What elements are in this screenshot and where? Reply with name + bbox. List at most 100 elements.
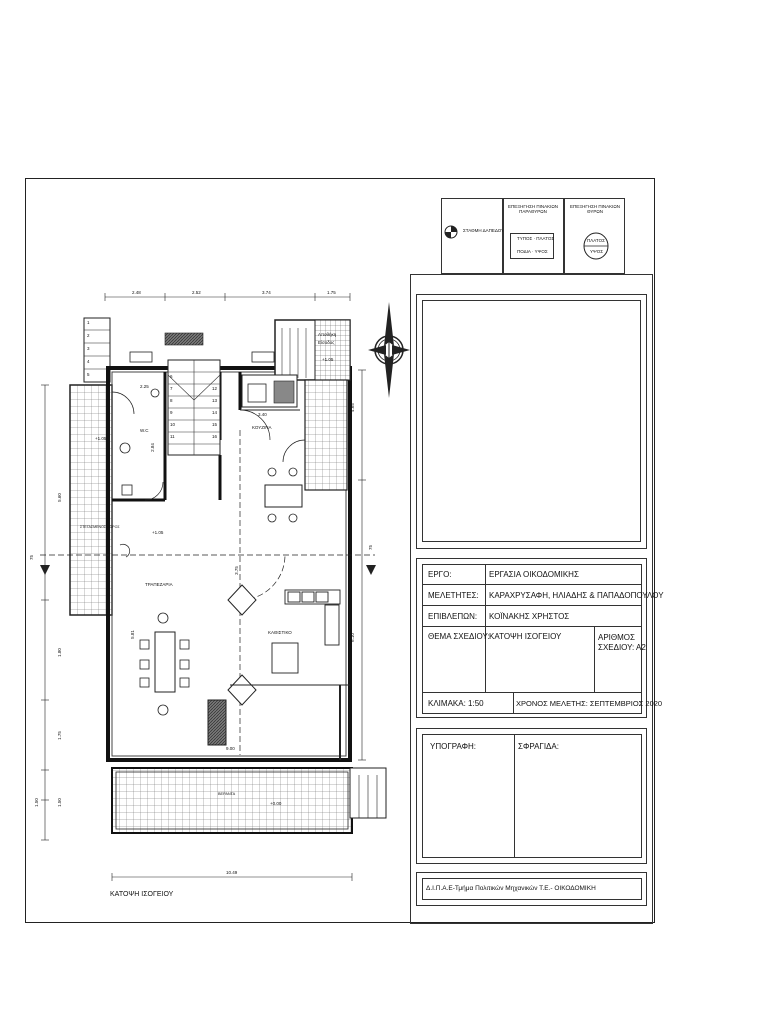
stair-num-8: 8 [170, 398, 173, 403]
dim-top-4: 1.75 [327, 290, 336, 295]
title-block-info-inner [422, 564, 642, 714]
drawing-number-label: ΑΡΙΘΜΟΣ [598, 633, 635, 642]
stair-num-3: 3 [87, 346, 90, 351]
porch-left [69, 384, 113, 616]
dim-mark-right: 75 [368, 544, 374, 551]
veranda-bottom [111, 767, 353, 834]
stair-num-5: 5 [87, 372, 90, 377]
dimension-line-top [104, 293, 351, 301]
footer-box [416, 872, 647, 906]
divider [514, 734, 515, 858]
legend-windows [503, 198, 564, 274]
divider [485, 626, 486, 692]
dining-table [154, 631, 176, 693]
legend-doors-row2: ΥΨΟΣ [590, 249, 604, 254]
divider [594, 626, 595, 692]
door-tag-sample-icon [583, 232, 609, 260]
room-wc: W.C [140, 428, 149, 433]
legend-windows-sample [510, 233, 554, 259]
stair-num-4: 4 [87, 359, 90, 364]
dim-right-1: 4.65 [349, 403, 355, 412]
stair-num-15: 15 [212, 422, 218, 427]
dim-top-2: 2.52 [192, 290, 201, 295]
stair-num-7: 7 [170, 386, 173, 391]
level-3: +1.05 [322, 357, 334, 362]
legend-floor-level-text: ΣΤΑΘΜΗ ΔΑΠΕΔΟΥ [463, 228, 505, 233]
title-block-frame [410, 274, 653, 924]
project-label: ΕΡΓΟ: [428, 570, 452, 579]
divider [422, 692, 642, 693]
room-veranda: ΒΕΡΑΝΤΑ [218, 792, 236, 796]
room-porch: ΣΤΕΓΑΣΜΕΝΟΣ ΧΩΡΟΣ [80, 525, 120, 529]
level-marker-icon [444, 225, 458, 239]
signature-label: ΥΠΟΓΡΑΦΗ: [430, 742, 476, 751]
legend-windows-row2: ΠΟΔΙΑ · ΥΨΟΣ [517, 249, 548, 254]
dim-left-2: 1.80 [56, 648, 62, 657]
level-4: +0.00 [270, 801, 282, 806]
drawing-number-value: ΣΧΕΔΙΟΥ: Α2 [598, 643, 646, 652]
signature-area [416, 728, 647, 864]
room-storage: Αποθήκη [318, 332, 337, 337]
inner-dim-1: 2.25 [140, 384, 149, 389]
authors-value: ΚΑΡΑΧΡΥΣΑΦΗ, ΗΛΙΑΔΗΣ & ΠΑΠΑΔΟΠΟΥΛΟΥ [489, 591, 664, 600]
stair-num-6: 6 [170, 374, 173, 379]
dim-top-1: 2.48 [132, 290, 141, 295]
title-block-info [416, 558, 647, 718]
title-block-drawing-area [416, 294, 647, 549]
legend-windows-row1: ΤΥΠΟΣ · ΠΛΑΤΟΣ [517, 236, 555, 241]
stair-num-13: 13 [212, 398, 218, 403]
divider [422, 584, 642, 585]
supervisor-value: ΚΟΪΝΑΚΗΣ ΧΡΗΣΤΟΣ [489, 612, 570, 621]
scale-text: ΚΛΙΜΑΚΑ: 1:50 [428, 699, 484, 708]
section-marker-icon [40, 565, 376, 575]
stair-num-16: 16 [212, 434, 218, 439]
dim-left-5: 1.50 [56, 798, 62, 807]
balcony-right [304, 379, 348, 491]
legend-floor-level [441, 198, 503, 274]
room-dining: ΤΡΑΠΕΖΑΡΙΑ [145, 582, 173, 587]
fireplace [207, 699, 227, 746]
drawing-sheet [25, 178, 655, 923]
dim-top-3: 3.74 [262, 290, 271, 295]
plan-title: ΚΑΤΟΨΗ ΙΣΟΓΕΙΟΥ [110, 891, 174, 898]
stair-num-11: 11 [170, 434, 175, 439]
supervisor-label: ΕΠΙΒΛΕΠΩΝ: [428, 612, 478, 621]
building-outline [106, 366, 352, 762]
signature-inner [422, 734, 642, 858]
dim-left-3: 1.75 [56, 731, 62, 740]
dim-right-2: 6.10 [349, 633, 355, 642]
steps-top-left [83, 317, 111, 383]
dim-bottom: 10.49 [226, 870, 238, 875]
subject-value: ΚΑΤΟΨΗ ΙΣΟΓΕΙΟΥ [489, 632, 562, 641]
room-kitchen: ΚΟΥΖΙΝΑ [252, 425, 272, 430]
project-value: ΕΡΓΑΣΙΑ ΟΙΚΟΔΟΜΙΚΗΣ [489, 570, 579, 579]
room-entrance: Είσοδος [318, 340, 335, 345]
authors-label: ΜΕΛΕΤΗΤΕΣ: [428, 591, 479, 600]
legend-doors [564, 198, 625, 274]
date-text: ΧΡΟΝΟΣ ΜΕΛΕΤΗΣ: ΣΕΠΤΕΜΒΡΙΟΣ 2020 [516, 699, 663, 708]
legend-windows-title: ΕΠΕΞΗΓΗΣΗ ΠΙΝΑΚΙΩΝ ΠΑΡΑΘΥΡΩΝ [507, 204, 559, 214]
inner-dim-6: 5.81 [129, 630, 135, 639]
divider [485, 564, 486, 626]
subject-label: ΘΕΜΑ ΣΧΕΔΙΟΥ: [428, 632, 490, 641]
inner-dim-5: 9.00 [226, 746, 235, 751]
floor-plan [40, 293, 387, 881]
kitchen-island [264, 484, 303, 508]
stair-num-9: 9 [170, 410, 173, 415]
stair-num-10: 10 [170, 422, 176, 427]
stair-num-12: 12 [212, 386, 218, 391]
legend-doors-row1: ΠΛΑΤΟΣ [587, 238, 605, 243]
inner-dim-2: 2.84 [149, 443, 155, 452]
inner-dim-4: 3.75 [233, 566, 239, 575]
north-arrow-icon [368, 302, 410, 398]
stamp-label: ΣΦΡΑΓΙΔΑ: [518, 742, 559, 751]
stair-num-1: 1 [87, 320, 90, 325]
inner-dim-3: 3.40 [258, 412, 267, 417]
footer-inner [422, 878, 642, 900]
room-living: ΚΑΘΙΣΤΙΚΟ [268, 630, 292, 635]
title-block-drawing-inner [422, 300, 641, 542]
divider [422, 626, 642, 627]
footer-text: Δ.Ι.Π.Α.Ε-Τμήμα Πολιτικών Μηχανικών Τ.Ε.… [426, 885, 596, 892]
dim-mark-left: 75 [29, 554, 35, 561]
level-2: +1.05 [152, 530, 164, 535]
